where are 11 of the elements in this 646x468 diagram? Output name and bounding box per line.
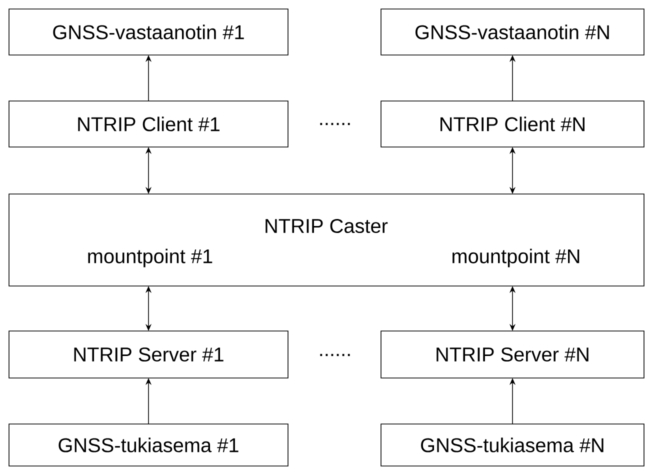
process-box: NTRIP Client #N xyxy=(380,100,644,148)
caster-box: NTRIP Caster mountpoint #1 mountpoint #N xyxy=(8,194,644,286)
process-box: GNSS-tukiasema #1 xyxy=(8,424,288,466)
process-box: NTRIP Client #1 xyxy=(8,100,288,148)
process-box: GNSS-vastaanotin #N xyxy=(380,8,644,56)
process-box: GNSS-vastaanotin #1 xyxy=(8,8,288,56)
process-box: NTRIP Server #N xyxy=(380,330,644,378)
process-box: NTRIP Server #1 xyxy=(8,330,288,378)
process-box: GNSS-tukiasema #N xyxy=(380,424,644,466)
ellipsis-label: ...... xyxy=(320,354,350,356)
ellipsis-label: ...... xyxy=(320,122,350,126)
